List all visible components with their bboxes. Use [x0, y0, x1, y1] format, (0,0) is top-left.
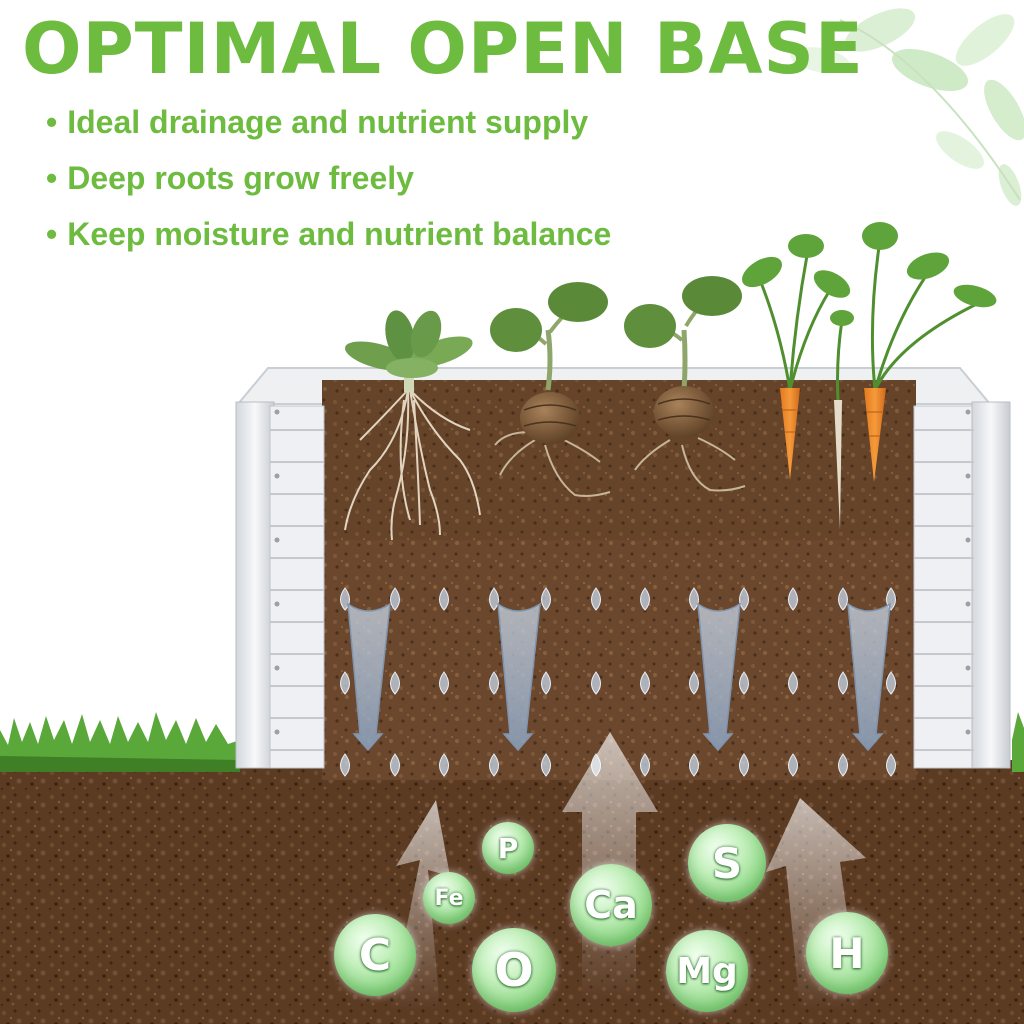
- feature-item: •Deep roots grow freely: [46, 150, 611, 206]
- bed-left-panel: [235, 401, 325, 769]
- nutrient-symbol: Mg: [676, 950, 738, 992]
- nutrient-bubble-c: C: [334, 914, 416, 996]
- nutrient-symbol: C: [358, 929, 392, 981]
- nutrient-symbol: O: [494, 943, 534, 997]
- bullet-dot-icon: •: [46, 160, 58, 196]
- nutrient-bubble-h: H: [806, 912, 888, 994]
- nutrient-bubble-s: S: [688, 824, 766, 902]
- nutrient-bubble-mg: Mg: [666, 930, 748, 1012]
- feature-item: •Ideal drainage and nutrient supply: [46, 94, 611, 150]
- nutrient-symbol: Fe: [434, 885, 464, 911]
- grass: [0, 712, 1024, 772]
- feature-text: Keep moisture and nutrient balance: [67, 216, 612, 252]
- nutrient-bubble-o: O: [472, 928, 556, 1012]
- nutrient-symbol: H: [829, 928, 865, 978]
- nutrient-symbol: Ca: [584, 883, 638, 927]
- bullet-dot-icon: •: [46, 216, 58, 252]
- down-arrow-icon: [347, 602, 891, 752]
- nutrient-bubble-fe: Fe: [423, 872, 475, 924]
- nutrient-bubble-ca: Ca: [570, 864, 652, 946]
- plant-tuber-left: [490, 282, 611, 497]
- plant-carrots: [742, 222, 997, 530]
- nutrient-bubble-p: P: [482, 822, 534, 874]
- plant-tuber-right: [624, 276, 746, 492]
- nutrient-symbol: S: [711, 838, 743, 888]
- bed-right-panel: [913, 401, 1011, 769]
- leaf-cluster-icon: [790, 8, 1024, 206]
- feature-item: •Keep moisture and nutrient balance: [46, 206, 611, 262]
- feature-list: •Ideal drainage and nutrient supply •Dee…: [46, 94, 611, 262]
- feature-text: Ideal drainage and nutrient supply: [67, 104, 589, 140]
- feature-text: Deep roots grow freely: [67, 160, 414, 196]
- plant-leafy-greens: [344, 310, 481, 541]
- nutrient-symbol: P: [497, 831, 519, 865]
- bullet-dot-icon: •: [46, 104, 58, 140]
- water-droplet-icon: [340, 587, 896, 777]
- page-title: OPTIMAL OPEN BASE: [22, 8, 864, 90]
